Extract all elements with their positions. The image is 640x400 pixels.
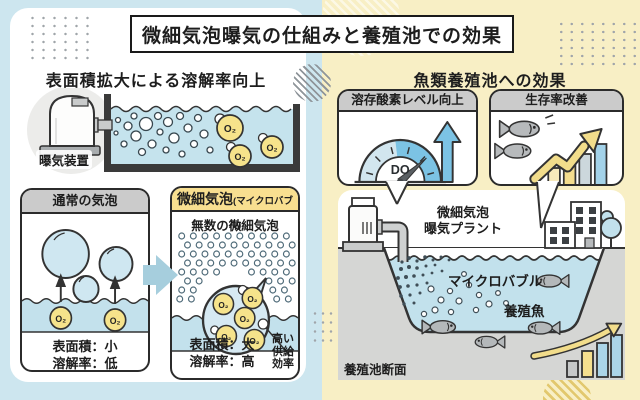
growth-bars-icon xyxy=(566,334,623,378)
fish-icon xyxy=(474,335,506,349)
do-gauge-icon: DO xyxy=(354,121,462,184)
stat-surface-area: 表面積：小 xyxy=(52,339,118,354)
rise-arrow-icon xyxy=(55,273,121,304)
o2-bubble-icon: O₂ xyxy=(215,324,238,348)
dot-grid-decoration xyxy=(556,20,638,66)
stripe-circle-decoration xyxy=(293,64,331,102)
pond-cross-section-panel xyxy=(338,181,625,380)
supply-efficiency-note: 高い 供給 効率 xyxy=(272,333,294,370)
tank-bubbles xyxy=(113,111,214,158)
gauge-ticks xyxy=(366,147,435,176)
speech-tail xyxy=(385,181,560,229)
gauge-label: DO xyxy=(391,162,410,177)
aeration-plant-icon xyxy=(342,197,384,252)
plant-pipe-icon xyxy=(378,221,409,262)
survival-panel-header: 生存率改善 xyxy=(491,91,622,112)
svg-text:O₂: O₂ xyxy=(224,124,236,135)
cross-section-label: 養殖池断面 xyxy=(344,363,407,377)
page-title-text: 微細気泡曝気の仕組みと養殖池での効果 xyxy=(141,25,502,47)
micro-bubble-scene: O₂ O₂ O₂ O₂ O₂ xyxy=(172,232,298,357)
svg-text:O₂: O₂ xyxy=(247,294,257,304)
dissolved-oxygen-panel: 溶存酸素レベル向上 DO xyxy=(337,89,478,186)
svg-text:O₂: O₂ xyxy=(240,314,250,324)
svg-text:O₂: O₂ xyxy=(110,316,121,326)
do-panel-header: 溶存酸素レベル向上 xyxy=(339,91,476,112)
device-label: 曝気装置 xyxy=(36,150,93,169)
micro-panel-header: 微細気泡(マイクロバブル) xyxy=(172,188,298,231)
survival-scene xyxy=(494,114,608,184)
o2-bubble-icon: O₂ xyxy=(241,286,264,310)
stat-surface-area: 表面積：大 xyxy=(189,337,255,352)
plant-label: 微細気泡 曝気プラント xyxy=(423,205,502,236)
svg-text:O₂: O₂ xyxy=(249,336,259,346)
fish-icon xyxy=(421,319,457,335)
zigzag-arrow-icon xyxy=(529,128,603,184)
growth-arrow-icon xyxy=(530,322,623,360)
o2-bubble-icon: O₂ xyxy=(257,132,284,159)
stat-dissolution: 溶解率：高 xyxy=(189,354,255,369)
right-section-heading: 魚類養殖池への効果 xyxy=(413,73,567,90)
o2-bubble-icon: O₂ xyxy=(243,328,266,352)
pond-scene xyxy=(338,181,625,380)
micro-bubble-panel: 微細気泡(マイクロバブル) 無数の微細気泡 xyxy=(170,186,300,380)
o2-bubble-icon: O₂ xyxy=(233,306,256,330)
callout-bubble xyxy=(257,318,269,330)
micro-caption: 無数の微細気泡 xyxy=(191,219,279,233)
fish-icon xyxy=(494,142,532,160)
svg-text:O₂: O₂ xyxy=(218,300,228,310)
pond-microbubbles xyxy=(396,255,510,318)
o2-bubble-icon: O₂ xyxy=(225,141,252,168)
large-bubble-icon xyxy=(41,229,134,303)
micro-panel-stats: 表面積：大 溶解率：高 xyxy=(180,336,264,370)
micro-header-sub: (マイクロバブル) xyxy=(228,196,293,231)
o2-bubble-icon: O₂ xyxy=(214,113,244,142)
left-section-heading: 表面積拡大による溶解率向上 xyxy=(45,73,267,90)
o2-bubble-icon: O₂ xyxy=(103,308,127,332)
dot-grid-decoration xyxy=(311,309,336,344)
survival-rate-panel: 生存率改善 xyxy=(489,89,624,186)
micro-header-main: 微細気泡 xyxy=(177,191,233,207)
farmed-fish-label: 養殖魚 xyxy=(504,304,545,319)
micro-bubbles-field xyxy=(176,232,296,303)
svg-text:O₂: O₂ xyxy=(221,332,231,342)
tree-icon xyxy=(600,210,622,248)
svg-text:O₂: O₂ xyxy=(55,314,66,324)
o2-bubble-icon: O₂ xyxy=(49,306,73,330)
normal-bubble-panel: 通常の気泡 O₂ O₂ 表面積：小 xyxy=(20,188,150,372)
page-title: 微細気泡曝気の仕組みと養殖池での効果 xyxy=(130,15,514,53)
transition-arrow-icon xyxy=(143,255,178,295)
microbubble-label: マイクロバブル xyxy=(448,274,543,289)
fish-icon xyxy=(527,320,561,336)
up-arrow-icon xyxy=(433,121,462,183)
buildings-icon xyxy=(544,201,602,249)
svg-text:O₂: O₂ xyxy=(235,152,246,162)
fish-icon xyxy=(536,273,570,289)
normal-bubble-scene: O₂ O₂ xyxy=(22,229,148,333)
normal-panel-header: 通常の気泡 xyxy=(22,190,148,214)
dot-grid-decoration xyxy=(27,14,91,64)
callout-line xyxy=(265,327,291,357)
fish-icon xyxy=(498,119,540,139)
svg-text:O₂: O₂ xyxy=(267,143,278,153)
normal-panel-stats: 表面積：小 溶解率：低 xyxy=(22,338,148,371)
pond-outline xyxy=(382,247,606,334)
bubble-highlights xyxy=(53,232,115,283)
sparkle-icon xyxy=(545,114,556,125)
o2-bubble-icon: O₂ xyxy=(212,292,235,316)
stat-dissolution: 溶解率：低 xyxy=(52,356,118,371)
